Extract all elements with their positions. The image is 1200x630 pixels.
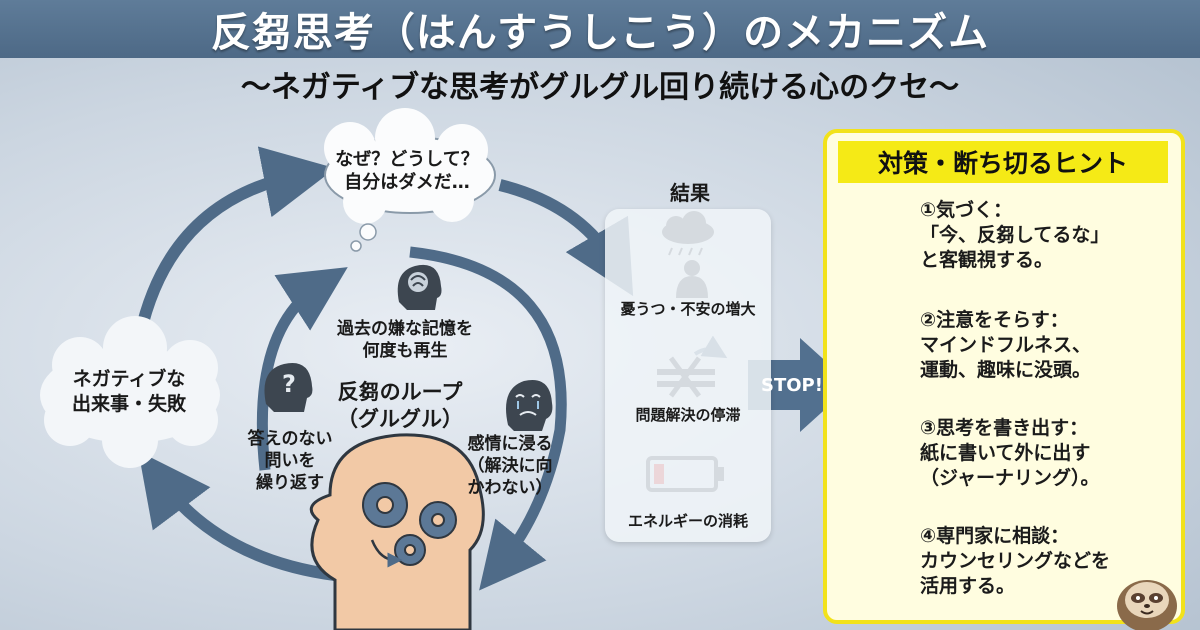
page-title: 反芻思考（はんすうしこう）のメカニズム xyxy=(210,10,990,56)
trigger-text: ネガティブな 出来事・失敗 xyxy=(71,368,186,415)
tip-line: カウンセリングなどを xyxy=(920,550,1111,573)
tip-item-journal: ③思考を書き出す： 紙に書いて外に出す （ジャーナリング）。 xyxy=(920,416,1180,491)
thought-bubble-cloud xyxy=(324,108,496,252)
brain-head-icon xyxy=(397,264,442,310)
tip-line: 紙に書いて外に出す xyxy=(920,442,1091,465)
tip-item-consult: ④専門家に相談： カウンセリングなどを 活用する。 xyxy=(920,524,1180,599)
tip-line: ③思考を書き出す： xyxy=(920,417,1089,439)
tip-line: ②注意をそらす： xyxy=(920,309,1069,331)
tip-line: ④専門家に相談： xyxy=(920,525,1070,547)
tips-header: 対策・断ち切るヒント xyxy=(838,141,1168,183)
result-item-energy: エネルギーの消耗 xyxy=(627,512,748,530)
tip-item-notice: ①気づく： 「今、反芻してるな」 と客観視する。 xyxy=(920,198,1180,273)
crying-face-icon xyxy=(506,379,553,431)
tips-panel xyxy=(823,129,1185,624)
trigger-cloud xyxy=(40,316,220,468)
tip-line: と客観視する。 xyxy=(920,249,1054,272)
arrow-outer-top-left xyxy=(134,146,336,337)
tip-line: 「今、反芻してるな」 xyxy=(920,224,1110,247)
result-item-stagnation: 問題解決の停滞 xyxy=(635,406,741,424)
thought-bubble-text: なぜ？どうして？ 自分はダメだ… xyxy=(335,149,479,194)
results-panel xyxy=(605,209,771,542)
emotion-text: 感情に浸る （解決に向 かわない） xyxy=(467,434,553,499)
tip-line: 活用する。 xyxy=(920,575,1016,598)
results-label: 結果 xyxy=(670,181,710,205)
loop-center-label: 反芻のループ （グルグル） xyxy=(337,380,463,432)
question-text: 答えのない 問いを 繰り返す xyxy=(247,429,333,494)
question-head-icon: ? xyxy=(264,362,313,412)
result-item-anxiety: 憂うつ・不安の増大 xyxy=(620,300,756,318)
stop-label: STOP! xyxy=(761,374,823,396)
arrow-outer-bottom-left xyxy=(138,451,336,581)
tip-line: マインドフルネス、 xyxy=(920,334,1092,357)
memory-text: 過去の嫌な記憶を 何度も再生 xyxy=(337,319,473,362)
title-band: 反芻思考（はんすうしこう）のメカニズム xyxy=(0,0,1200,58)
head-gears-icon xyxy=(309,433,485,630)
svg-text:?: ? xyxy=(282,370,296,398)
tip-item-distract: ②注意をそらす： マインドフルネス、 運動、趣味に没頭。 xyxy=(920,308,1180,383)
tip-line: 運動、趣味に没頭。 xyxy=(920,359,1092,382)
arrow-inner-right xyxy=(409,246,567,591)
tip-line: ①気づく： xyxy=(920,199,1013,221)
page-subtitle: 〜ネガティブな思考がグルグル回り続ける心のクセ〜 xyxy=(240,70,960,105)
arrow-inner-left xyxy=(256,267,348,471)
arrow-outer-top-right xyxy=(498,179,634,297)
tip-line: （ジャーナリング）。 xyxy=(920,467,1100,490)
sloth-mascot-icon xyxy=(1117,580,1177,630)
